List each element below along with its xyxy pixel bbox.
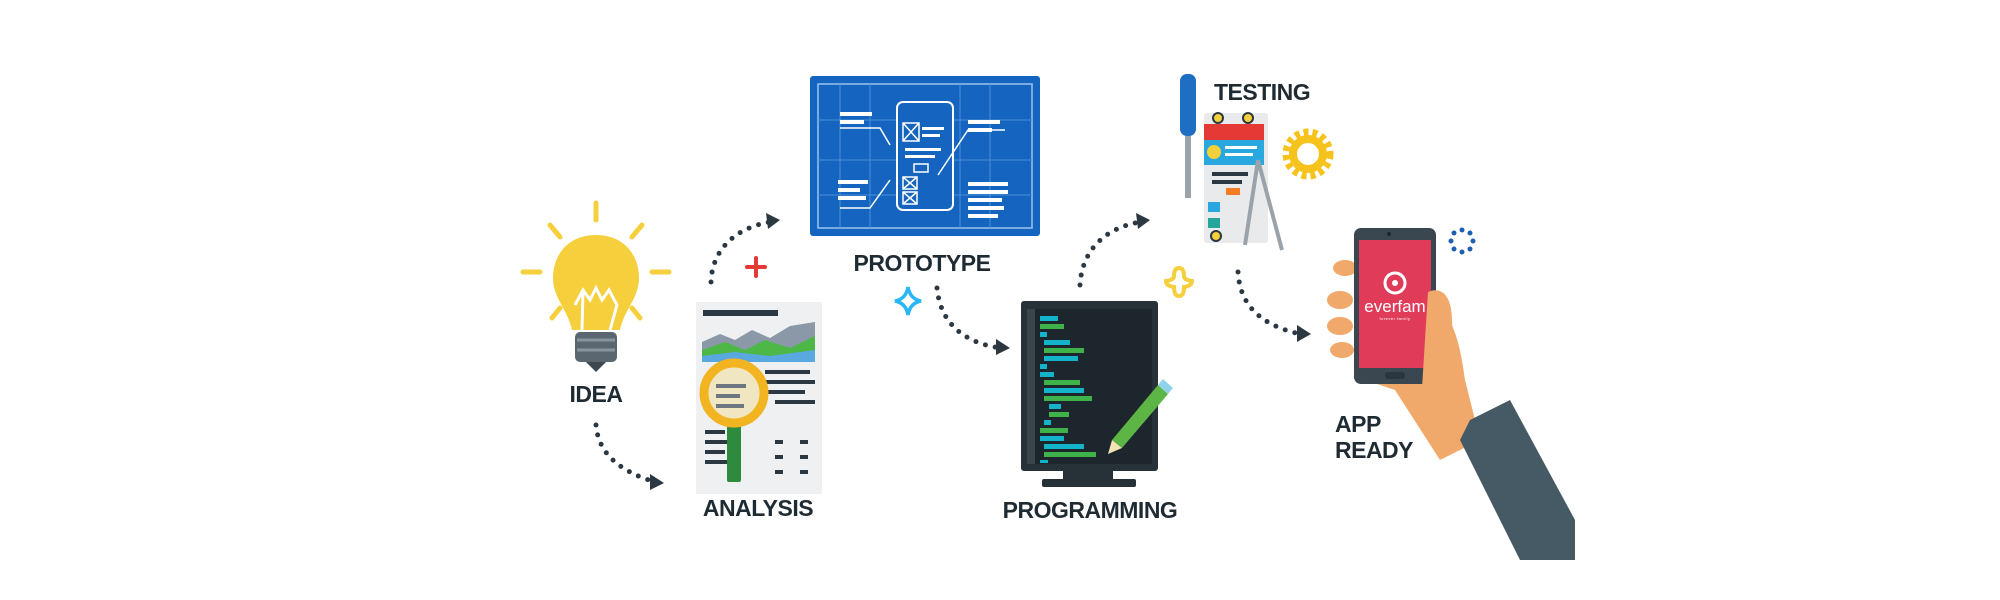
phone-screen xyxy=(1359,240,1431,368)
analysis-report-icon xyxy=(696,302,822,494)
arrow-prototype-to-programming xyxy=(934,285,1003,351)
screwdriver-icon xyxy=(1180,74,1196,198)
plus-sparkle-icon xyxy=(1163,265,1195,299)
plus-sparkle-icon xyxy=(745,256,767,278)
app-tagline: forever family xyxy=(1379,316,1410,321)
arrow-analysis-to-prototype xyxy=(708,219,773,285)
compass-icon xyxy=(1243,159,1284,251)
step-label-analysis: ANALYSIS xyxy=(703,495,813,521)
step-label-testing: TESTING xyxy=(1214,79,1310,105)
arrow-head-icon xyxy=(1297,325,1311,342)
code-monitor-icon xyxy=(1021,301,1173,487)
hand-holding-phone-icon: everfam forever family xyxy=(1327,228,1575,560)
step-label-app-ready-line2: READY xyxy=(1335,437,1413,463)
step-label-programming: PROGRAMMING xyxy=(1003,497,1178,523)
prototype-blueprint-icon xyxy=(810,76,1040,236)
step-label-idea: IDEA xyxy=(570,381,623,407)
app-brand-name: everfam xyxy=(1364,297,1425,316)
arrow-programming-to-testing xyxy=(1077,219,1143,288)
testing-tools-icon xyxy=(1180,74,1334,251)
pencil-icon xyxy=(1108,379,1173,454)
arrow-head-icon xyxy=(996,339,1010,355)
arrow-testing-to-app-ready xyxy=(1235,269,1303,337)
arrow-head-icon xyxy=(766,213,780,229)
lightbulb-icon xyxy=(520,200,672,372)
sparkle-icon xyxy=(894,286,922,316)
arrow-head-icon xyxy=(1136,213,1150,229)
everfam-logo-icon xyxy=(1383,271,1407,295)
step-label-prototype: PROTOTYPE xyxy=(854,250,991,276)
step-label-app-ready-line1: APP xyxy=(1335,411,1381,437)
gear-icon xyxy=(1282,128,1334,180)
arrow-head-icon xyxy=(650,474,664,490)
arrow-idea-to-analysis xyxy=(593,422,658,485)
loading-spinner-icon xyxy=(1448,227,1476,255)
